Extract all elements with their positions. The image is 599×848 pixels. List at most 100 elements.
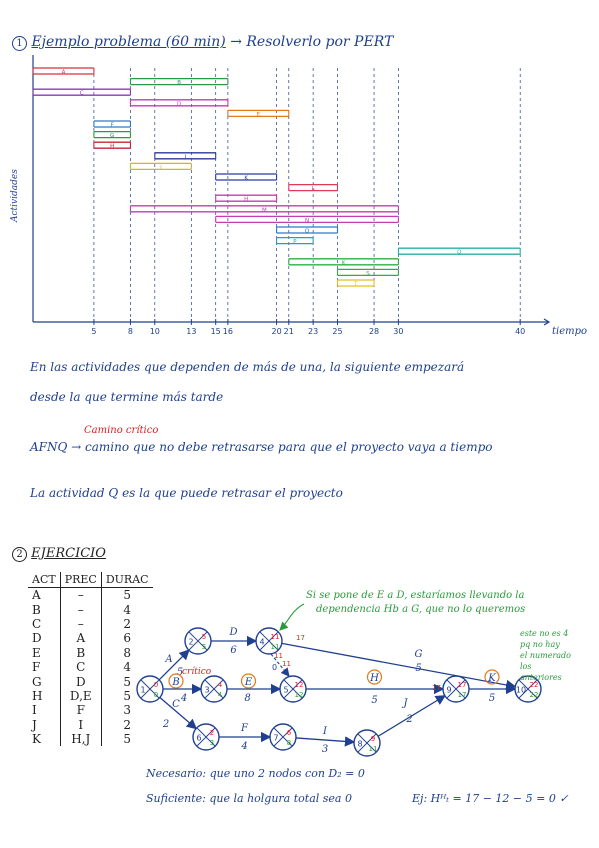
green-note-1: Si se pone de E a D, estaríamos llevando…	[306, 590, 525, 601]
edge-label: C	[172, 699, 180, 710]
cell-prec: D,E	[59, 688, 102, 704]
edge-duration: 8	[244, 693, 250, 704]
section1-header: 1 Ejemplo problema (60 min) → Resolverlo…	[12, 34, 393, 51]
gantt-bar-label: T	[353, 282, 358, 288]
network-edge	[295, 736, 356, 747]
critical-circle	[240, 673, 257, 689]
node-early-time: 17	[458, 681, 467, 689]
node-id: 1	[140, 686, 145, 695]
node-late-time: 5	[202, 643, 206, 651]
afnq-label: AFNQ	[30, 440, 68, 454]
col-prec: PREC	[59, 572, 102, 588]
slack-mark: 11	[274, 652, 283, 660]
node-id: 7	[273, 734, 278, 743]
edge-duration: 5	[489, 693, 495, 704]
note-line-1: En las actividades que dependen de más d…	[30, 360, 465, 374]
section2-title: EJERCICIO	[31, 546, 106, 561]
node-early-time: 5	[202, 633, 206, 641]
edge-duration: 5	[415, 663, 421, 674]
slack-mark: 17	[296, 634, 305, 642]
table-row: A–5	[28, 587, 153, 603]
cell-act: F	[32, 660, 41, 675]
gantt-bar-label: K	[244, 176, 248, 182]
green-side-1: este no es 4	[520, 629, 569, 638]
node-early-time: 12	[295, 681, 304, 689]
section1-title: Ejemplo problema (60 min)	[31, 34, 226, 50]
node-early-time: 11	[271, 633, 280, 641]
x-tick-label: 23	[308, 327, 318, 336]
edge-label: J	[401, 698, 408, 709]
afnq-line: AFNQ → camino que no debe retrasarse par…	[30, 440, 492, 454]
cell-act: B	[32, 602, 41, 617]
gantt-bar-label: M	[262, 207, 267, 213]
network-edge	[159, 696, 198, 730]
gantt-bar-label: H	[110, 144, 114, 150]
edge-duration: 3	[322, 744, 328, 755]
gantt-bar-label: I	[184, 154, 186, 160]
node-late-time: 3	[210, 739, 214, 747]
node-divider	[273, 727, 293, 747]
node-divider	[357, 733, 377, 753]
x-tick-label: 28	[369, 327, 379, 336]
section1-number: 1	[12, 36, 27, 51]
node-early-time: 4	[218, 681, 223, 689]
slack-mark: 17	[432, 684, 441, 692]
cell-durac: 8	[100, 645, 153, 660]
example-text: Ej: Hᴴₜ = 17 − 12 − 5 = 0 ✓	[412, 792, 569, 805]
node-divider	[140, 679, 160, 699]
node-divider	[518, 679, 538, 699]
cell-act: K	[32, 732, 41, 747]
node-late-time: 17	[458, 691, 467, 699]
table-header-row: ACT PREC DURAC	[28, 572, 153, 588]
green-arrow	[279, 603, 305, 631]
node-late-time: 4	[218, 691, 223, 699]
gantt-bar-label: N	[305, 218, 309, 224]
node-late-time: 0	[154, 691, 158, 699]
cell-durac: 5	[100, 587, 153, 603]
edge-duration: 2	[405, 714, 412, 725]
edge-duration: 5	[371, 695, 377, 706]
suficiente-text: Suficiente: que la holgura total sea 0	[146, 792, 352, 805]
node-divider	[446, 679, 466, 699]
gantt-bar-label: E	[257, 112, 261, 118]
edge-duration: 4	[180, 693, 187, 704]
dummy-duration: 0	[272, 663, 277, 672]
green-side-3: el numerado	[520, 651, 571, 660]
node-early-time: 0	[154, 681, 158, 689]
x-tick-label: 15	[211, 327, 221, 336]
section2-header: 2 EJERCICIO	[12, 546, 106, 562]
cell-durac: 6	[100, 631, 153, 646]
node-id: 5	[283, 686, 288, 695]
critical-circle	[366, 669, 383, 685]
node-late-time: 11	[369, 745, 378, 753]
cell-act: D	[32, 631, 42, 646]
node-id: 9	[446, 686, 451, 695]
edge-duration: 5	[177, 667, 183, 678]
cell-prec: A	[59, 631, 102, 646]
section1-arrow-note: → Resolverlo por PERT	[230, 34, 394, 50]
cell-prec: –	[59, 616, 102, 632]
cell-act: A	[32, 588, 41, 603]
x-axis-label: tiempo	[552, 326, 588, 337]
table-row: C–2	[28, 616, 153, 632]
cell-durac: 2	[100, 616, 153, 632]
cell-prec: F	[59, 703, 102, 718]
node-late-time: 12	[295, 691, 304, 699]
note-line-4: La actividad Q es la que puede retrasar …	[30, 486, 343, 500]
gantt-bar-label: Q	[457, 250, 462, 256]
cell-prec: H,J	[59, 731, 102, 747]
network-edge	[158, 649, 190, 681]
node-divider	[204, 679, 224, 699]
node-late-time: 11	[271, 643, 280, 651]
gantt-bar-label: H	[244, 197, 248, 203]
edge-label: B	[171, 677, 179, 688]
node-id: 6	[196, 734, 201, 743]
gantt-bar-label: B	[177, 80, 181, 86]
edge-label: K	[487, 673, 496, 684]
node-id: 3	[204, 686, 209, 695]
edge-label: F	[240, 723, 249, 734]
